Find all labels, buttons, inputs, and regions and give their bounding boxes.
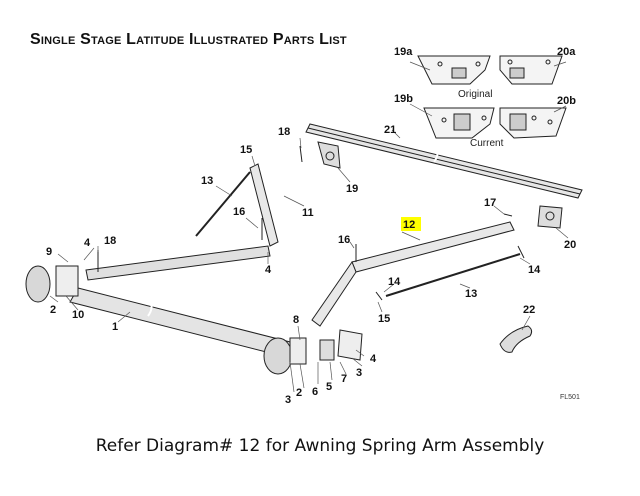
part-21-top-rail <box>305 123 583 199</box>
part-12-spring-arm <box>311 221 515 327</box>
label-part-16: 16 <box>233 206 245 218</box>
label-part-16-right: 16 <box>338 234 350 246</box>
label-part-11: 11 <box>302 207 314 219</box>
leader-lines <box>49 61 569 393</box>
label-part-4-mid: 4 <box>265 264 272 276</box>
part-19-bracket <box>317 141 341 169</box>
page-title: Single Stage Latitude Illustrated Parts … <box>30 31 347 48</box>
fastener-bolts <box>97 145 525 301</box>
label-part-20a: 20a <box>557 46 576 58</box>
label-part-1: 1 <box>112 321 118 333</box>
label-part-8: 8 <box>293 314 299 326</box>
label-part-7: 7 <box>341 373 347 385</box>
label-part-18: 18 <box>278 126 290 138</box>
label-part-19a: 19a <box>394 46 413 58</box>
part-20-bracket <box>537 205 563 229</box>
part-12-highlight <box>401 217 421 231</box>
label-part-2-right: 2 <box>296 387 302 399</box>
part-13-strut-right <box>385 253 521 297</box>
label-part-12: 12 <box>403 219 415 231</box>
figure-code: FL501 <box>560 394 580 401</box>
label-part-4-right: 4 <box>370 353 377 365</box>
part-labels: 18 15 13 16 11 9 4 18 4 2 10 1 16 12 17 … <box>46 46 576 406</box>
label-part-14: 14 <box>528 264 541 276</box>
label-part-14-lower: 14 <box>388 276 401 288</box>
label-part-13: 13 <box>201 175 213 187</box>
right-end-cap <box>263 329 363 375</box>
caption: Refer Diagram# 12 for Awning Spring Arm … <box>95 436 545 456</box>
inset-original-label: Original <box>458 89 492 100</box>
label-part-20: 20 <box>564 239 576 251</box>
label-part-13-right: 13 <box>465 288 477 300</box>
inset-current-brackets <box>423 107 567 139</box>
left-end-cap <box>25 265 79 303</box>
inset-original-brackets <box>417 55 563 85</box>
label-part-6: 6 <box>312 386 318 398</box>
inset-current-label: Current <box>470 138 504 149</box>
label-part-15: 15 <box>240 144 252 156</box>
label-part-18-left: 18 <box>104 235 116 247</box>
label-part-20b: 20b <box>557 95 576 107</box>
part-1-lead-rail <box>69 287 299 359</box>
label-part-21: 21 <box>384 124 396 136</box>
left-lower-arm <box>85 245 271 281</box>
label-part-3: 3 <box>356 367 362 379</box>
label-part-15-right: 15 <box>378 313 390 325</box>
part-13-strut-left <box>195 171 251 237</box>
part-11-upper-arm-left <box>249 163 279 247</box>
label-part-22: 22 <box>523 304 535 316</box>
label-part-19b: 19b <box>394 93 413 105</box>
label-part-5: 5 <box>326 381 332 393</box>
label-part-3-lower: 3 <box>285 394 291 406</box>
label-part-4: 4 <box>84 237 91 249</box>
label-part-19: 19 <box>346 183 358 195</box>
label-part-2: 2 <box>50 304 56 316</box>
label-part-17: 17 <box>484 197 496 209</box>
label-part-10: 10 <box>72 309 84 321</box>
label-part-9: 9 <box>46 246 52 258</box>
part-22-pull-handle <box>499 325 533 353</box>
